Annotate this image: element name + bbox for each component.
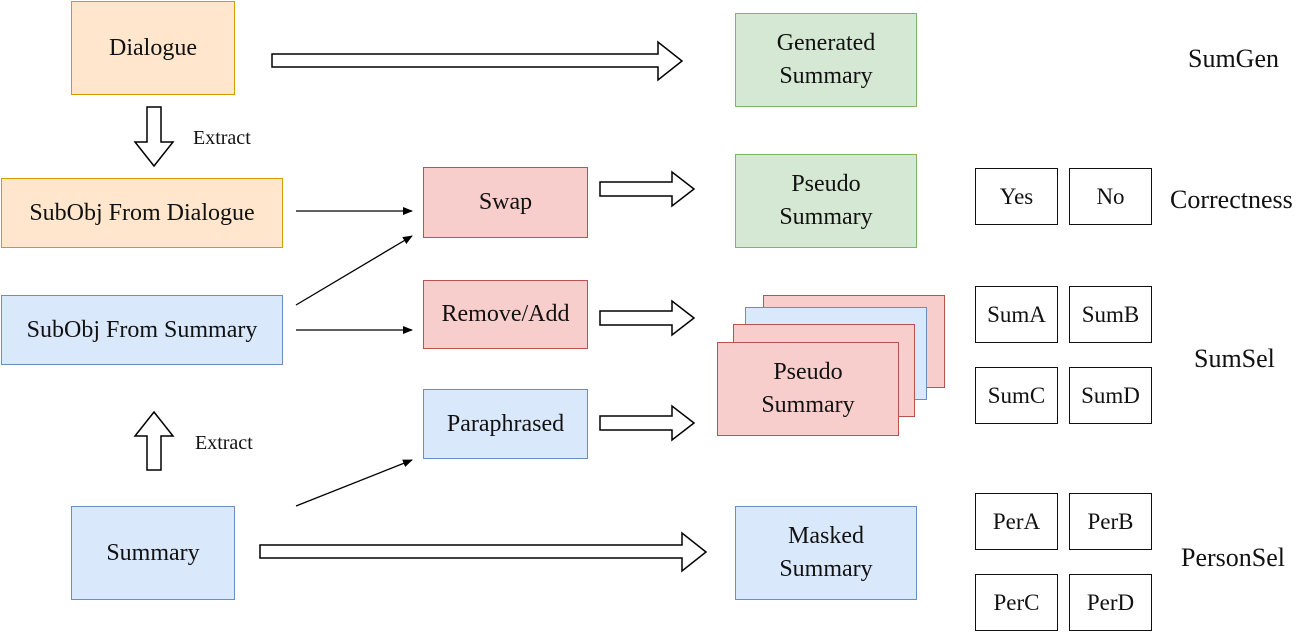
remove-add-node: Remove/Add — [423, 280, 588, 349]
remove-add-label: Remove/Add — [441, 301, 570, 327]
dialogue-node: Dialogue — [71, 1, 235, 95]
option-yes: Yes — [975, 168, 1058, 225]
option-perc: PerC — [975, 574, 1058, 631]
task-correctness: Correctness — [1170, 185, 1293, 214]
block-arrow-remove-to-stack — [599, 299, 696, 337]
task-sumgen: SumGen — [1188, 44, 1279, 73]
option-perb: PerB — [1069, 493, 1152, 550]
generated-summary-node: Generated Summary — [735, 13, 917, 107]
swap-label: Swap — [478, 189, 533, 215]
option-no: No — [1069, 168, 1152, 225]
extract-label-top: Extract — [193, 127, 251, 149]
pseudo-stack-line1: Pseudo — [773, 359, 843, 385]
option-sumc: SumC — [975, 367, 1058, 424]
option-sumd: SumD — [1069, 367, 1152, 424]
option-pera: PerA — [975, 493, 1058, 550]
summary-node: Summary — [71, 506, 235, 600]
pseudo-summary-line1: Pseudo — [791, 171, 861, 197]
block-arrow-extract-up — [133, 410, 175, 471]
generated-summary-line2: Summary — [779, 63, 873, 89]
option-suma: SumA — [975, 286, 1058, 343]
summary-label: Summary — [106, 539, 200, 566]
masked-summary-line2: Summary — [779, 556, 873, 582]
subobj-from-dialogue-node: SubObj From Dialogue — [1, 178, 283, 248]
paraphrased-node: Paraphrased — [423, 389, 588, 459]
arrow-subobj-summary-to-swap — [295, 235, 413, 306]
block-arrow-extract-down — [133, 106, 175, 168]
block-arrow-summary-to-masked — [259, 531, 708, 573]
pseudo-stack-front: Pseudo Summary — [717, 342, 899, 436]
option-perd: PerD — [1069, 574, 1152, 631]
block-arrow-dialogue-to-generated — [271, 40, 684, 82]
dialogue-label: Dialogue — [109, 34, 197, 61]
subobj-from-summary-label: SubObj From Summary — [26, 316, 258, 343]
pseudo-summary-line2: Summary — [779, 204, 873, 230]
pseudo-stack-line2: Summary — [761, 392, 855, 418]
masked-summary-node: Masked Summary — [735, 506, 917, 600]
option-sumb: SumB — [1069, 286, 1152, 343]
block-arrow-swap-to-pseudo — [599, 170, 696, 208]
subobj-from-summary-node: SubObj From Summary — [1, 295, 283, 365]
masked-summary-line1: Masked — [788, 523, 864, 549]
task-sumsel: SumSel — [1194, 344, 1275, 373]
extract-label-bottom: Extract — [195, 432, 253, 454]
paraphrased-label: Paraphrased — [446, 410, 565, 437]
swap-node: Swap — [423, 167, 588, 238]
task-personsel: PersonSel — [1181, 543, 1285, 572]
subobj-from-dialogue-label: SubObj From Dialogue — [29, 199, 255, 226]
generated-summary-line1: Generated — [776, 30, 876, 56]
block-arrow-paraphrased-to-stack — [599, 404, 696, 442]
pseudo-summary-node: Pseudo Summary — [735, 154, 917, 248]
arrow-summary-to-paraphrased — [295, 459, 413, 507]
